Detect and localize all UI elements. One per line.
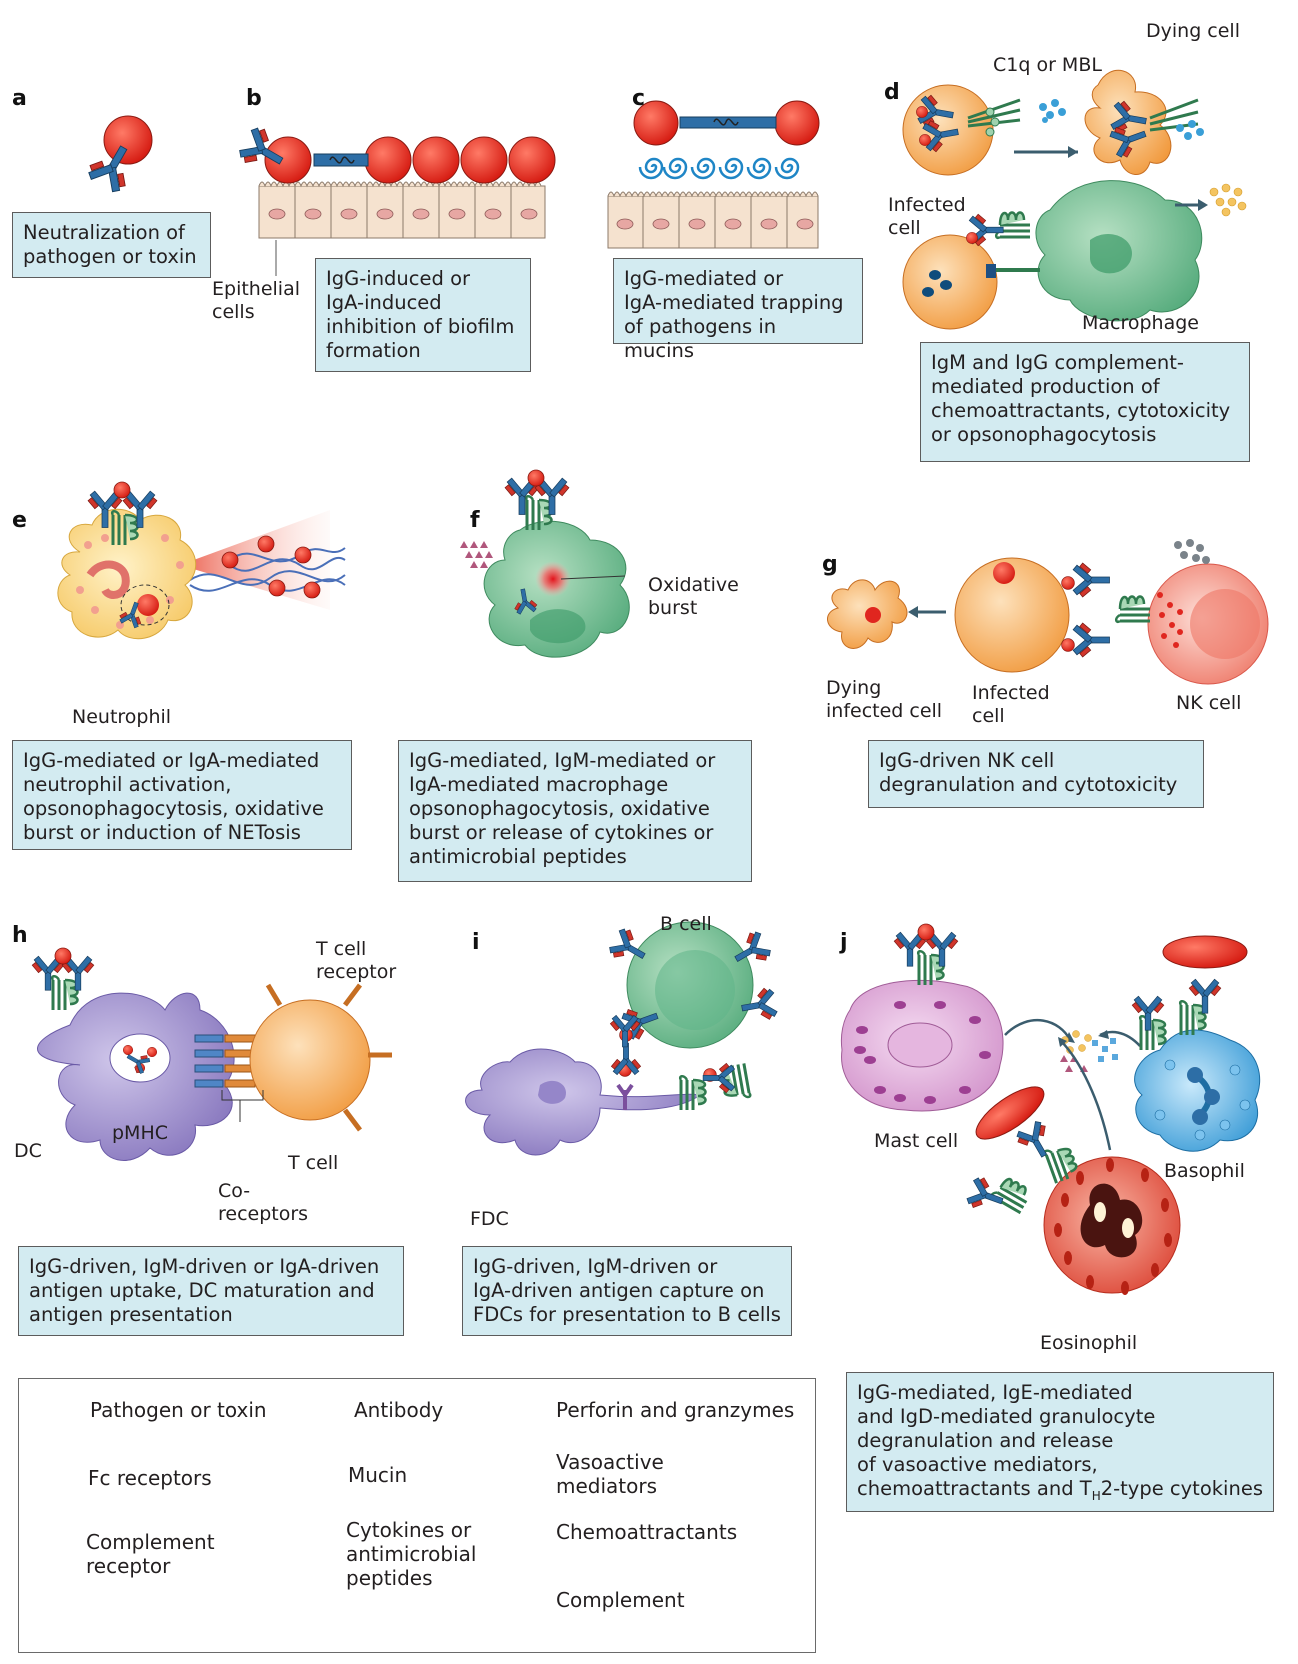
caption-d: IgM and IgG complement- mediated product… [920, 342, 1250, 462]
panel-f-art [460, 469, 630, 658]
legend-chemoattractants: Chemoattractants [556, 1520, 738, 1544]
caption-g: IgG-driven NK cell degranulation and cyt… [868, 740, 1204, 808]
panel-c-art [607, 100, 820, 249]
legend-cytokines: Cytokines or antimicrobial peptides [346, 1518, 477, 1590]
panel-letter-e: e [12, 508, 27, 533]
panel-d-art [902, 69, 1247, 330]
panel-a-art [81, 115, 153, 198]
panel-letter-h: h [12, 923, 28, 948]
label-coreceptors: Co- receptors [218, 1180, 309, 1225]
panel-j-art [840, 923, 1261, 1295]
legend-complement-receptor: Complement receptor [86, 1530, 215, 1578]
caption-a: Neutralization of pathogen or toxin [12, 212, 211, 278]
panel-g-art [827, 539, 1269, 685]
caption-i: IgG-driven, IgM-driven or IgA-driven ant… [462, 1246, 792, 1336]
label-pmhc: pMHC [112, 1122, 169, 1144]
label-oxidative-burst: Oxidative burst [648, 574, 739, 619]
label-fdc: FDC [470, 1208, 509, 1230]
panel-letter-f: f [470, 508, 480, 533]
caption-c: IgG-mediated or IgA-mediated trapping of… [613, 258, 863, 362]
panel-h-art [30, 947, 392, 1161]
label-infected-cell-d: Infected cell [888, 194, 966, 239]
legend-vasoactive: Vasoactive mediators [556, 1450, 664, 1498]
caption-j-text: IgG-mediated, IgE-mediated and IgD-media… [857, 1381, 1156, 1500]
caption-h: IgG-driven, IgM-driven or IgA-driven ant… [18, 1246, 404, 1336]
label-infected-cell-g: Infected cell [972, 682, 1050, 727]
legend-antibody: Antibody [354, 1398, 444, 1422]
label-basophil: Basophil [1164, 1160, 1245, 1182]
label-neutrophil: Neutrophil [72, 706, 172, 728]
caption-f: IgG-mediated, IgM-mediated or IgA-mediat… [398, 740, 752, 882]
caption-e: IgG-mediated or IgA-mediated neutrophil … [12, 740, 352, 850]
legend-fc-receptors: Fc receptors [88, 1466, 212, 1490]
legend-perforin: Perforin and granzymes [556, 1398, 795, 1422]
label-b-cell: B cell [660, 913, 712, 935]
caption-j-tail: 2-type cytokines [1100, 1477, 1263, 1500]
label-dc: DC [14, 1140, 42, 1162]
legend-pathogen: Pathogen or toxin [90, 1398, 267, 1422]
panel-b-art [234, 121, 556, 276]
label-dying-infected-cell: Dying infected cell [826, 677, 943, 722]
panel-letter-c: c [632, 86, 646, 111]
panel-letter-b: b [246, 86, 262, 111]
label-eosinophil: Eosinophil [1040, 1332, 1138, 1354]
panel-letter-i: i [472, 930, 480, 955]
label-t-cell-receptor: T cell receptor [316, 938, 397, 983]
label-t-cell: T cell [288, 1152, 339, 1174]
legend-complement: Complement [556, 1588, 685, 1612]
legend-mucin: Mucin [348, 1463, 408, 1487]
panel-letter-j: j [840, 930, 848, 955]
panel-e-art [57, 481, 346, 640]
label-mast-cell: Mast cell [874, 1130, 959, 1152]
label-c1q-mbl: C1q or MBL [993, 54, 1102, 76]
panel-i-art [465, 921, 779, 1156]
caption-j-subscript: H [1091, 1488, 1101, 1503]
panel-letter-d: d [884, 80, 900, 105]
label-dying-cell: Dying cell [1146, 20, 1240, 42]
caption-j: IgG-mediated, IgE-mediated and IgD-media… [846, 1372, 1274, 1512]
panel-letter-a: a [12, 86, 27, 111]
panel-letter-g: g [822, 552, 838, 577]
label-macrophage: Macrophage [1082, 312, 1199, 334]
label-epithelial-cells: Epithelial cells [212, 278, 301, 323]
caption-b: IgG-induced or IgA-induced inhibition of… [315, 258, 531, 372]
legend-box [18, 1378, 816, 1653]
label-nk-cell: NK cell [1176, 692, 1242, 714]
